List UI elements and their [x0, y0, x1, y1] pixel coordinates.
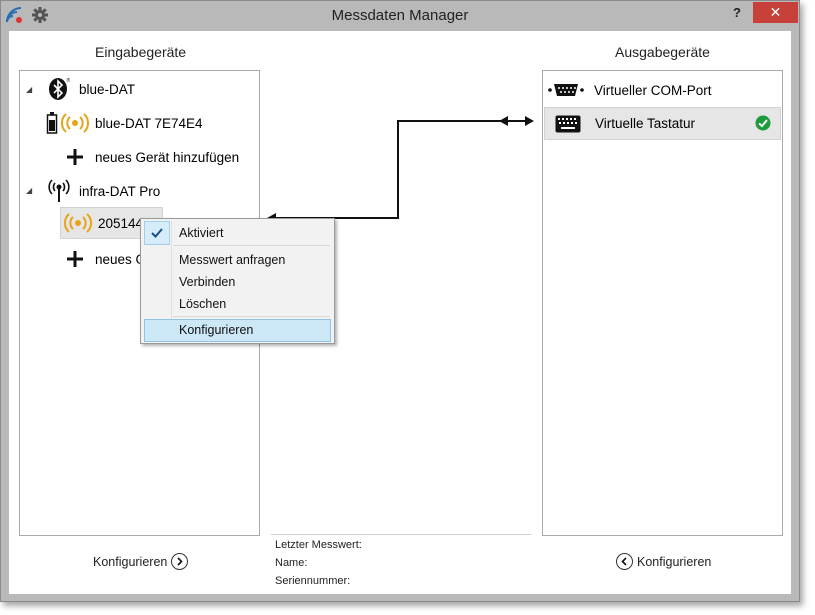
menu-check [144, 221, 170, 245]
tree-item-label: blue-DAT [79, 81, 136, 97]
menu-gutter [171, 221, 172, 339]
signal-waves-icon [60, 111, 90, 135]
serial-port-icon [548, 82, 584, 98]
tree-item-label: 205144 [98, 215, 144, 231]
list-item-label: Virtuelle Tastatur [595, 116, 696, 131]
configure-input-button[interactable]: Konfigurieren [93, 553, 189, 570]
tree-item-label: neues G [95, 251, 147, 267]
keyboard-icon [555, 115, 581, 133]
checkmark-icon [151, 228, 163, 238]
tree-item-label: blue-DAT 7E74E4 [95, 115, 203, 131]
name-label: Name: [275, 557, 308, 569]
chevron-left-icon [616, 553, 633, 570]
app-window: Messdaten Manager ? ✕ Eingabegeräte Ausg… [0, 0, 800, 602]
tree-item-device[interactable]: blue-DAT 7E74E4 [46, 108, 203, 138]
menu-item-activated[interactable]: Aktiviert [179, 226, 224, 240]
battery-icon [46, 111, 58, 135]
plus-icon [66, 250, 84, 268]
help-button[interactable]: ? [733, 5, 741, 20]
list-item-label: Virtueller COM-Port [594, 82, 712, 98]
menu-separator [173, 316, 330, 317]
menu-item-delete[interactable]: Löschen [179, 297, 227, 311]
tree-item-label: neues Gerät hinzufügen [95, 149, 240, 165]
serial-number-label: Seriennummer: [275, 575, 351, 587]
configure-label: Konfigurieren [637, 554, 712, 569]
gear-icon[interactable] [31, 6, 49, 29]
expander-icon[interactable]: ◢ [26, 85, 33, 94]
output-device-list[interactable]: Virtueller COM-Port Virtuelle Tastatur [542, 70, 783, 536]
app-signal-icon [5, 6, 23, 29]
menu-item-configure[interactable]: Konfigurieren [179, 323, 254, 337]
last-value-label: Letzter Messwert: [275, 539, 362, 551]
output-devices-title: Ausgabegeräte [615, 44, 710, 60]
configure-output-button[interactable]: Konfigurieren [616, 553, 711, 570]
menu-separator [173, 245, 330, 246]
info-divider [271, 534, 531, 535]
title-bar: Messdaten Manager ? ✕ [1, 1, 799, 31]
connection-arrow [267, 116, 534, 223]
chevron-right-icon [171, 553, 189, 570]
list-item-virtual-keyboard[interactable]: Virtuelle Tastatur [544, 107, 781, 140]
bluetooth-icon: ® [48, 77, 70, 101]
svg-text:®: ® [66, 77, 70, 84]
input-devices-title: Eingabegeräte [95, 44, 187, 60]
antenna-icon [48, 179, 70, 203]
configure-label: Konfigurieren [93, 554, 168, 569]
tree-item-infra-dat-pro[interactable]: infra-DAT Pro [48, 176, 160, 206]
main-content: Eingabegeräte Ausgabegeräte ◢ ® blue-DAT [9, 31, 791, 594]
signal-waves-icon [63, 211, 93, 235]
tree-item-label: infra-DAT Pro [79, 183, 161, 199]
window-title: Messdaten Manager [331, 7, 469, 24]
menu-item-connect[interactable]: Verbinden [179, 275, 236, 289]
add-device-item[interactable]: neues G [66, 244, 146, 274]
list-item-com-port[interactable]: Virtueller COM-Port [548, 75, 712, 105]
menu-item-highlight [144, 319, 331, 342]
context-menu: Aktiviert Messwert anfragen Verbinden Lö… [140, 218, 335, 344]
close-button[interactable]: ✕ [753, 2, 798, 23]
add-device-item[interactable]: neues Gerät hinzufügen [66, 142, 239, 172]
check-circle-icon [755, 115, 771, 131]
plus-icon [66, 148, 84, 166]
menu-item-request-value[interactable]: Messwert anfragen [179, 253, 286, 267]
expander-icon[interactable]: ◢ [26, 186, 33, 195]
tree-item-blue-dat[interactable]: ® blue-DAT [48, 74, 135, 104]
